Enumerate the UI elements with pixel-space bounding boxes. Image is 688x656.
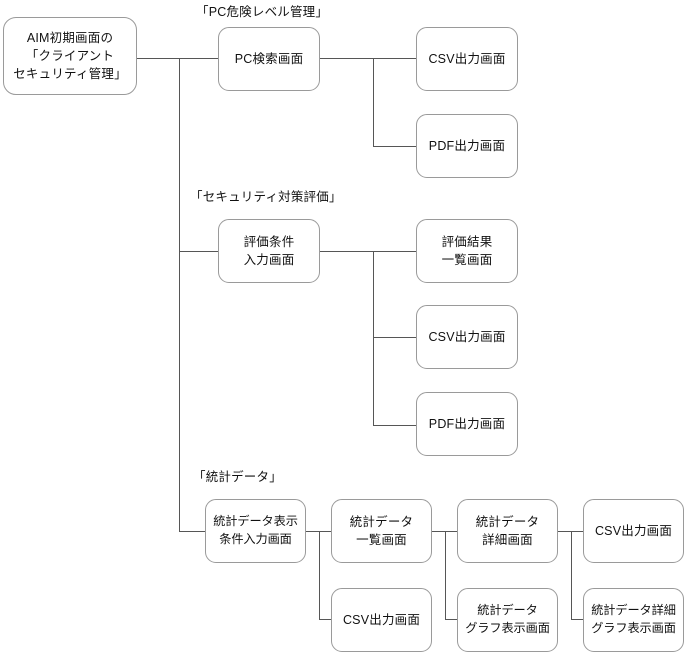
node-stats-display-condition-input-screen[interactable]: 統計データ表示 条件入力画面 xyxy=(205,499,306,563)
node-pc-search-screen[interactable]: PC検索画面 xyxy=(218,27,320,91)
section-caption-statistical-data: 「統計データ」 xyxy=(193,470,282,484)
node-evaluation-result-list-screen[interactable]: 評価結果 一覧画面 xyxy=(416,219,518,283)
connector-main-trunk xyxy=(179,58,180,532)
connector-trunk-to-stats-input xyxy=(179,531,206,532)
connector-trunk-to-eval-input xyxy=(179,251,219,252)
connector-eval-to-csv xyxy=(373,337,417,338)
node-stats-csv-output-screen[interactable]: CSV出力画面 xyxy=(331,588,432,652)
node-stats-detail-screen[interactable]: 統計データ 詳細画面 xyxy=(457,499,558,563)
connector-eval-input-to-branch xyxy=(320,251,374,252)
connector-stats-branch-trunk xyxy=(319,531,320,619)
connector-eval-to-pdf xyxy=(373,425,417,426)
connector-root-to-trunk xyxy=(137,58,180,59)
node-root-aim-client-security[interactable]: AIM初期画面の 「クライアント セキュリティ管理」 xyxy=(3,17,137,95)
connector-stats-detail-branch-trunk xyxy=(571,531,572,619)
section-caption-security-measure-evaluation: 「セキュリティ対策評価」 xyxy=(190,190,342,204)
connector-eval-branch-trunk xyxy=(373,251,374,425)
node-evaluation-condition-input-screen[interactable]: 評価条件 入力画面 xyxy=(218,219,320,283)
section-caption-pc-risk-level: 「PC危険レベル管理」 xyxy=(196,5,329,19)
connector-stats-list-branch-trunk xyxy=(445,531,446,619)
connector-pc-to-pdf xyxy=(373,146,417,147)
connector-stats-list-to-graph xyxy=(445,619,459,620)
connector-pc-branch-trunk xyxy=(373,58,374,146)
connector-stats-detail-to-graph xyxy=(571,619,585,620)
node-evaluation-csv-output-screen[interactable]: CSV出力画面 xyxy=(416,305,518,369)
node-evaluation-pdf-output-screen[interactable]: PDF出力画面 xyxy=(416,392,518,456)
connector-pc-to-csv xyxy=(373,58,417,59)
node-pc-pdf-output-screen[interactable]: PDF出力画面 xyxy=(416,114,518,178)
connector-trunk-to-pc-search xyxy=(179,58,219,59)
connector-pc-search-to-branch xyxy=(320,58,374,59)
node-stats-detail-graph-display-screen[interactable]: 統計データ詳細 グラフ表示画面 xyxy=(583,588,684,652)
node-pc-csv-output-screen[interactable]: CSV出力画面 xyxy=(416,27,518,91)
node-stats-list-screen[interactable]: 統計データ 一覧画面 xyxy=(331,499,432,563)
node-stats-detail-csv-output-screen[interactable]: CSV出力画面 xyxy=(583,499,684,563)
connector-eval-to-result-list xyxy=(373,251,417,252)
connector-stats-to-csv xyxy=(319,619,333,620)
node-stats-graph-display-screen[interactable]: 統計データ グラフ表示画面 xyxy=(457,588,558,652)
